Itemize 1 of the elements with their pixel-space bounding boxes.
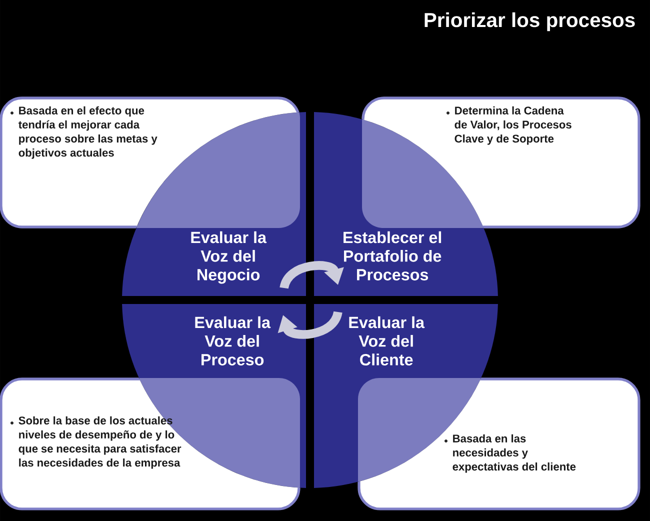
title: Priorizar los procesos bbox=[424, 12, 635, 32]
